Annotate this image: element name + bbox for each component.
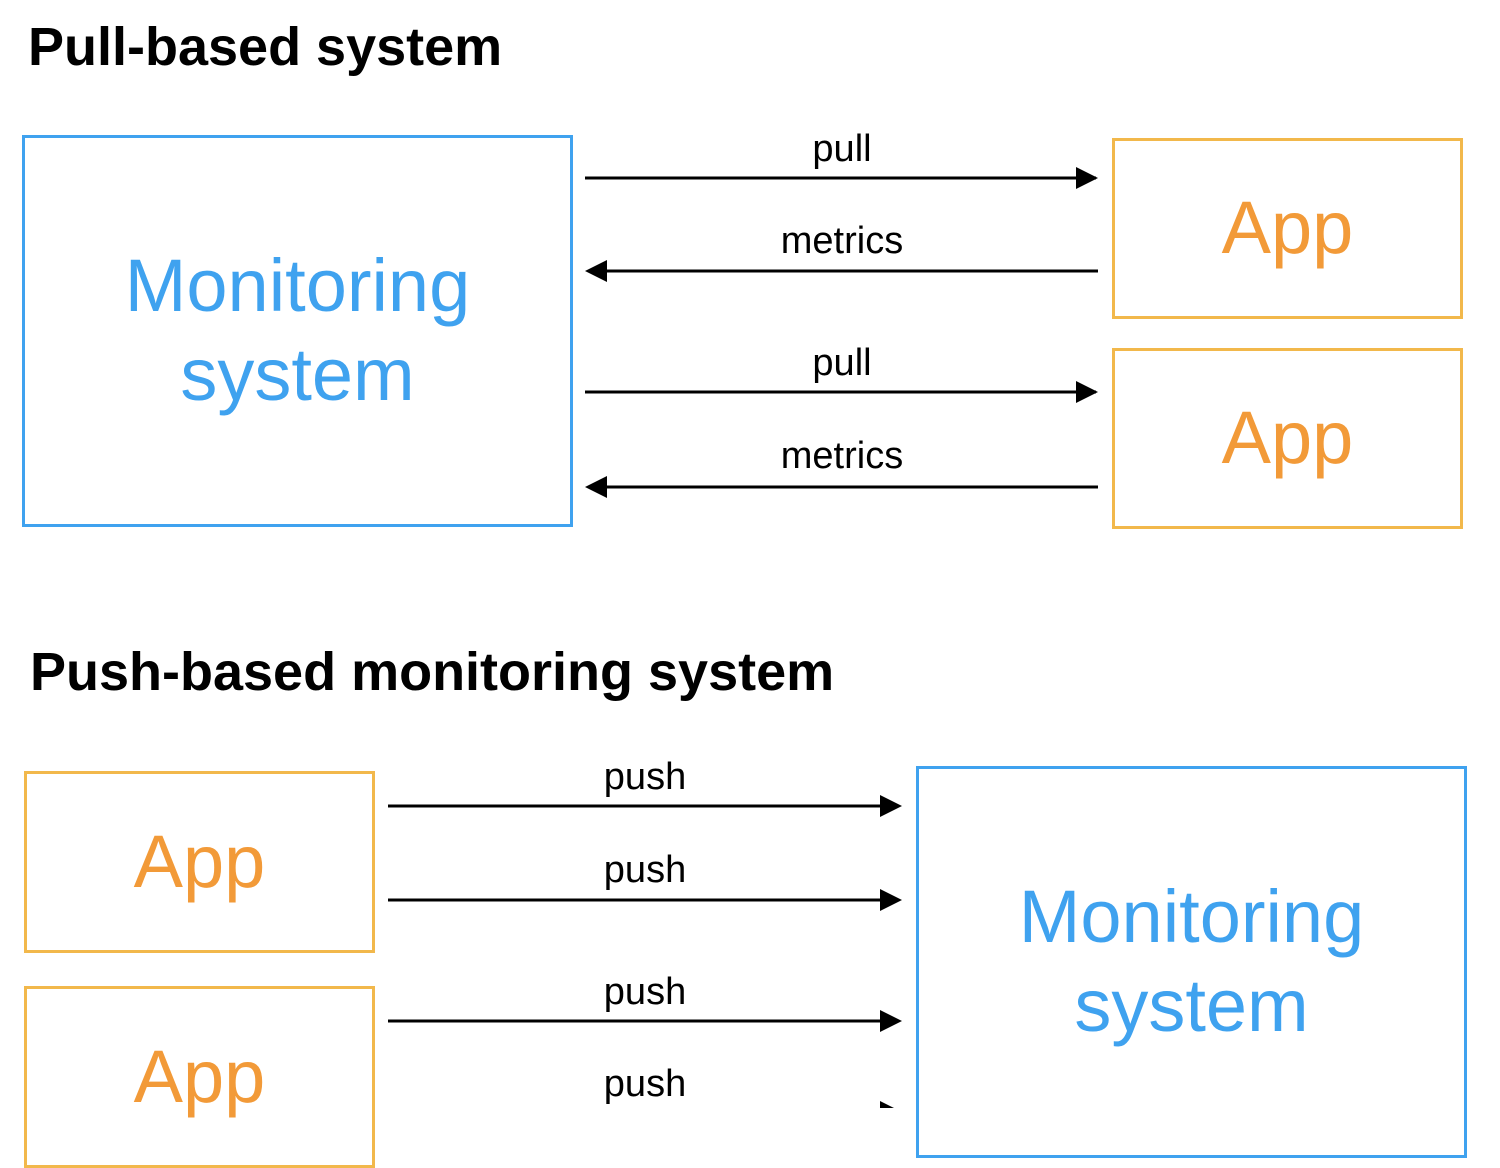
pull-arrowhead-1 (1076, 167, 1098, 189)
metrics-arrowhead-2 (585, 476, 607, 498)
pull-arrowhead-2 (1076, 381, 1098, 403)
pull-app-box-1: App (1112, 138, 1463, 319)
metrics-arrow-label-2: metrics (780, 435, 904, 477)
push-app-label-2: App (133, 1034, 266, 1118)
push-arrowhead-4 (880, 1101, 894, 1108)
push-arrow-label-2: push (603, 849, 687, 891)
pull-monitoring-system-label: Monitoring system (124, 244, 471, 416)
pull-app-box-2: App (1112, 348, 1463, 529)
metrics-arrowhead-1 (585, 260, 607, 282)
push-monitoring-system-box: Monitoring system (916, 766, 1467, 1158)
push-arrow-label-4: push (603, 1063, 687, 1105)
pull-app-label-1: App (1221, 186, 1354, 270)
push-arrowhead-2 (880, 889, 902, 911)
metrics-arrow-label-1: metrics (780, 220, 904, 262)
pull-arrow-label-2: pull (812, 342, 872, 384)
push-arrowhead-3 (880, 1010, 902, 1032)
push-section-title: Push-based monitoring system (30, 642, 835, 702)
pull-app-label-2: App (1221, 396, 1354, 480)
pull-monitoring-system-box: Monitoring system (22, 135, 573, 527)
push-app-box-2: App (24, 986, 375, 1168)
push-monitoring-system-label: Monitoring system (1018, 875, 1365, 1047)
push-arrowhead-1 (880, 795, 902, 817)
push-arrow-label-3: push (603, 971, 687, 1013)
push-arrow-label-1: push (603, 756, 687, 798)
push-app-box-1: App (24, 771, 375, 953)
pull-arrow-label-1: pull (812, 128, 872, 170)
push-app-label-1: App (133, 819, 266, 903)
pull-section-title: Pull-based system (28, 17, 503, 77)
